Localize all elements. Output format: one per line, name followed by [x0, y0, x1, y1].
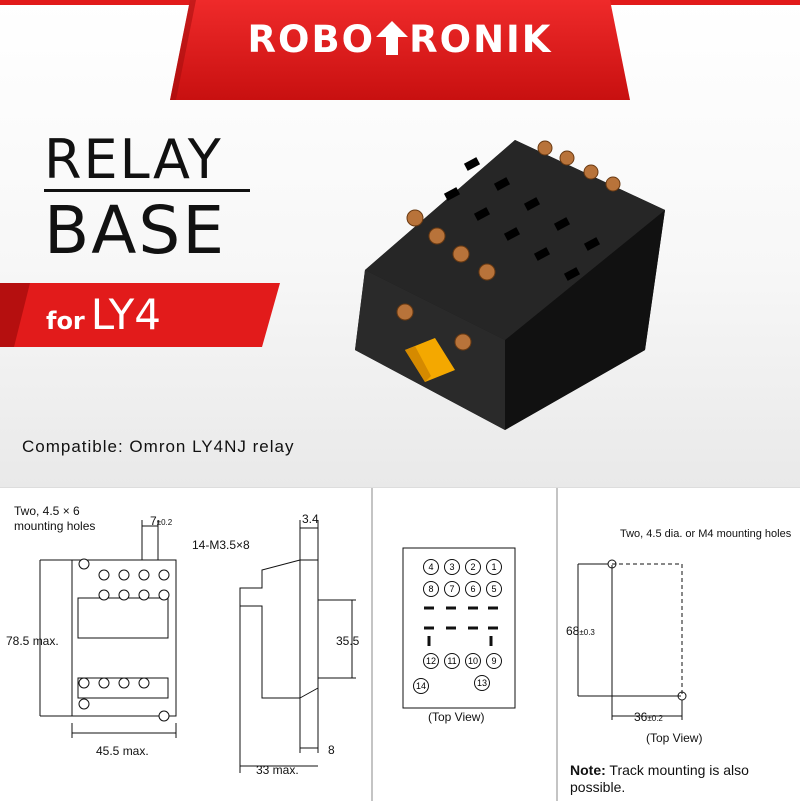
terminal-number: 10 — [465, 653, 481, 669]
dim-33: 33 max. — [256, 763, 299, 777]
brand-text-left: ROBO — [247, 18, 376, 61]
mount-holes-label: Two, 4.5 × 6 — [14, 504, 80, 518]
dim-68: 68±0.3 — [566, 624, 595, 638]
terminal-number: 6 — [465, 581, 481, 597]
model-ribbon — [0, 283, 280, 347]
note-label: Note: — [570, 762, 606, 778]
model-prefix: for — [46, 307, 85, 335]
terminal-number: 7 — [444, 581, 460, 597]
screw-spec-label: 14-M3.5×8 — [192, 538, 250, 552]
mount-holes-label-2: mounting holes — [14, 519, 96, 533]
dim-7: 7±0.2 — [150, 514, 173, 528]
terminal-number: 12 — [423, 653, 439, 669]
title-divider — [44, 189, 250, 192]
note-text: Track mounting is also possible. — [570, 762, 749, 795]
drawing-lines — [39, 488, 687, 801]
dim-8: 8 — [328, 743, 335, 757]
screw-terminals-drawing — [78, 558, 170, 722]
brand-banner — [170, 0, 630, 100]
dim-3-4: 3.4 — [302, 512, 319, 526]
mounting-note: Note: Track mounting is also possible. — [570, 762, 790, 796]
terminal-number: 8 — [423, 581, 439, 597]
dim-width: 45.5 max. — [96, 744, 149, 758]
top-view-caption-2: (Top View) — [646, 731, 703, 745]
brand-logo: ROBO RONIK — [0, 18, 800, 61]
terminal-number: 11 — [444, 653, 460, 669]
title-relay: RELAY — [44, 128, 223, 191]
technical-drawings: Two, 4.5 × 6 mounting holes 7±0.2 14-M3.… — [0, 487, 800, 801]
terminal-number: 9 — [486, 653, 502, 669]
terminal-number: 1 — [486, 559, 502, 575]
terminal-number: 2 — [465, 559, 481, 575]
up-arrow-icon — [376, 21, 409, 55]
terminal-number: 3 — [444, 559, 460, 575]
dim-36: 36±0.2 — [634, 710, 663, 724]
title-base: BASE — [44, 192, 227, 269]
top-view-caption-1: (Top View) — [428, 710, 485, 724]
terminal-number: 5 — [486, 581, 502, 597]
coil-terminal: 13 — [474, 675, 490, 691]
holes-label: Two, 4.5 dia. or M4 mounting holes — [620, 528, 792, 540]
model-name: LY4 — [90, 290, 161, 339]
dim-35-5: 35.5 — [336, 634, 360, 648]
dim-height: 78.5 max. — [6, 634, 59, 648]
brand-text-right: RONIK — [409, 18, 553, 61]
terminal-number: 4 — [423, 559, 439, 575]
relay-socket-photo — [355, 140, 665, 430]
compatibility-text: Compatible: Omron LY4NJ relay — [22, 437, 295, 456]
coil-terminal: 14 — [413, 678, 429, 694]
